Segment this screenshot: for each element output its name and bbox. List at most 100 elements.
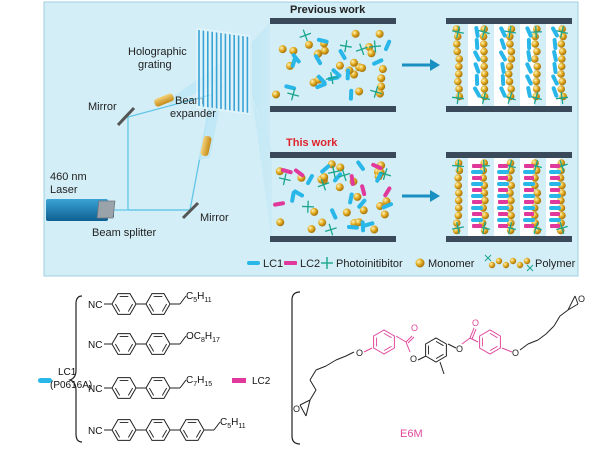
monomer-ball xyxy=(479,32,488,41)
bond xyxy=(325,359,337,367)
photoinhibitor-mark xyxy=(556,222,568,234)
substituent-label: C7H15 xyxy=(186,375,212,388)
lc1-molecule xyxy=(293,189,305,198)
lc1-molecule xyxy=(381,202,394,210)
photoinhibitor-mark xyxy=(355,43,368,56)
lc1-molecule xyxy=(331,68,342,78)
lc1-swatch xyxy=(38,378,52,383)
lc1-molecule xyxy=(499,38,507,50)
lc2-molecule xyxy=(472,188,482,192)
previous-work-cell: Previous work xyxy=(270,4,396,112)
photoinhibitor-mark xyxy=(451,25,465,39)
monomer-ball xyxy=(505,204,514,212)
lc1-molecule xyxy=(526,50,532,62)
lc2-molecule xyxy=(498,188,508,192)
lc1-molecule xyxy=(375,171,383,183)
photoinhibitor-mark xyxy=(451,91,465,105)
holographic-grating xyxy=(196,27,250,116)
lc1-chem-label: LC1 xyxy=(58,367,77,378)
monomer-ball xyxy=(349,58,358,67)
lc1-molecule xyxy=(523,218,535,222)
grating-label-line1: Holographic xyxy=(128,46,187,58)
monomer-ball xyxy=(505,77,514,86)
this-bottom-substrate xyxy=(270,236,396,242)
monomer-ball xyxy=(454,70,463,78)
monomer-ball xyxy=(507,47,516,56)
benzene-ring xyxy=(145,377,171,399)
lc1-molecule xyxy=(552,38,558,50)
monomer-ball xyxy=(531,55,539,63)
legend-polymer-label: Polymer xyxy=(535,258,576,270)
monomer-ball xyxy=(380,210,389,219)
bond xyxy=(309,389,317,401)
lc2-molecule xyxy=(472,212,482,216)
atom-label: O xyxy=(456,344,463,354)
lc1-molecule xyxy=(525,62,533,74)
lc1-molecule xyxy=(471,218,483,222)
monomer-ball xyxy=(454,204,463,212)
monomer-ball xyxy=(558,211,566,220)
lc2-molecule xyxy=(524,212,534,216)
lc1-molecule xyxy=(500,62,506,74)
lc1-molecule xyxy=(316,37,329,44)
monomer-ball xyxy=(533,70,541,78)
process-arrow-bottom xyxy=(402,190,440,202)
lc1-molecule xyxy=(316,74,327,85)
lc1-molecule xyxy=(383,39,392,52)
monomer-ball xyxy=(516,261,524,269)
bond xyxy=(567,303,579,311)
photoinhibitor-mark xyxy=(529,25,543,39)
monomer-ball xyxy=(377,74,386,83)
lc2-molecule xyxy=(550,176,560,180)
lc2-molecule xyxy=(349,174,355,187)
legend-lc1-label: LC1 xyxy=(263,258,283,270)
lc1-molecule xyxy=(497,194,509,198)
lc2-molecule xyxy=(498,212,508,216)
lc1-molecule xyxy=(497,206,509,210)
monomer-ball xyxy=(320,46,329,55)
lc2-molecule xyxy=(550,164,560,168)
lc1-molecule xyxy=(525,26,533,38)
lc2-molecule xyxy=(472,224,482,228)
bond xyxy=(519,343,529,351)
monomer-ball xyxy=(480,62,489,71)
lc2-molecule xyxy=(498,164,508,168)
this-work-title: This work xyxy=(286,137,338,149)
previous-top-substrate xyxy=(270,18,396,24)
bond xyxy=(363,347,373,353)
previous-work-title: Previous work xyxy=(290,4,366,16)
benzene-ring xyxy=(145,333,171,355)
lc1-brace xyxy=(68,295,83,443)
monomer-ball xyxy=(454,77,462,86)
bond xyxy=(395,335,407,343)
monomer-ball xyxy=(272,90,281,99)
this-mixture xyxy=(273,160,394,236)
monomer-ball xyxy=(304,40,313,49)
lc1-molecule xyxy=(549,206,561,210)
bond xyxy=(545,325,555,335)
monomer-ball xyxy=(504,70,513,78)
photoinhibitor-mark xyxy=(339,40,352,53)
lc1-molecule xyxy=(523,170,535,174)
monomer-ball xyxy=(342,208,351,217)
monomer-ball xyxy=(336,163,345,172)
lc1-molecule xyxy=(474,26,480,38)
this-work-cell: This work xyxy=(270,137,396,242)
lc1-molecule xyxy=(552,62,558,74)
lc1-molecule xyxy=(473,50,481,62)
monomer-ball xyxy=(355,87,364,96)
monomer-ball xyxy=(358,63,367,72)
monomer-ball xyxy=(507,55,516,63)
monomer-ball xyxy=(480,77,489,86)
monomer-ball xyxy=(480,47,488,56)
monomer-ball xyxy=(480,85,489,93)
nitrile-label: NC xyxy=(88,340,102,351)
grating-label-line2: grating xyxy=(138,59,172,71)
legend-lc2-swatch xyxy=(284,261,297,265)
laser-label-line1: 460 nm xyxy=(50,171,87,183)
legend-photoinhibitor-label: Photoinitibitor xyxy=(336,258,403,270)
photoinhibitor-mark xyxy=(451,159,465,173)
bond xyxy=(345,351,355,357)
monomer-ball xyxy=(507,181,516,190)
